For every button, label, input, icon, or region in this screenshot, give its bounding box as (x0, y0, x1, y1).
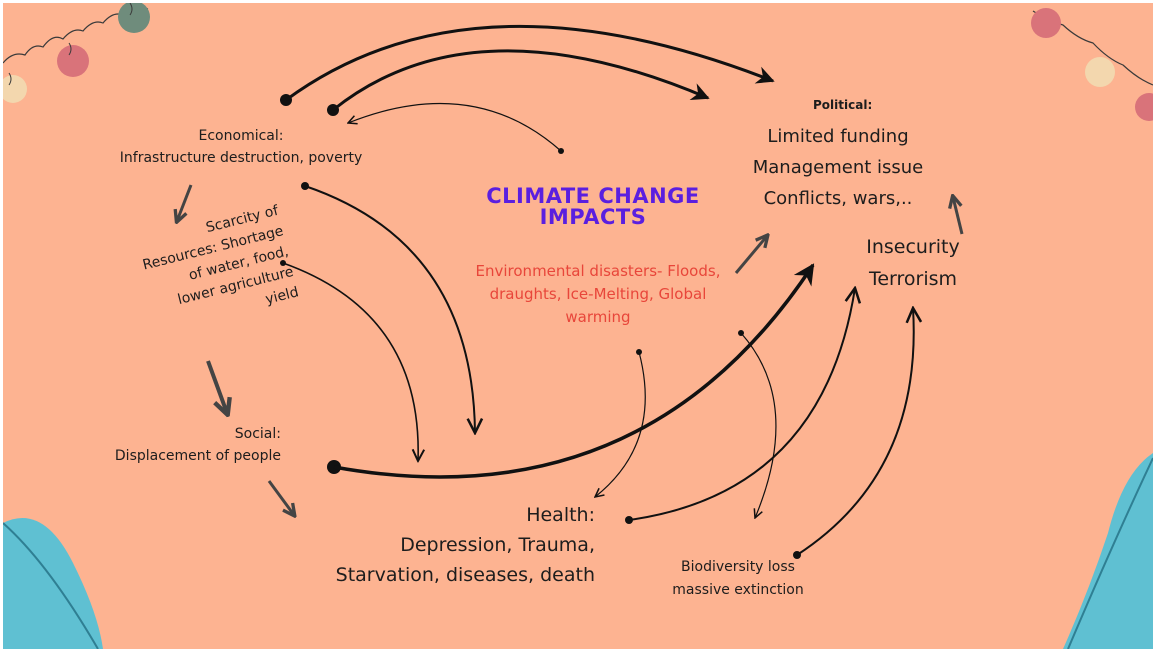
insecurity-detail: Terrorism (868, 268, 958, 290)
economical-block: Economical: Infrastructure destruction, … (106, 125, 376, 169)
slide-canvas: CLIMATE CHANGE IMPACTS Environmental dis… (3, 3, 1153, 649)
arrow-icon (267, 480, 294, 515)
political-line-1: Limited funding (767, 126, 909, 147)
arrow-icon (177, 184, 193, 221)
bulb-icon (57, 45, 89, 77)
health-line-2: Starvation, diseases, death (335, 564, 595, 586)
bulb-icon (1031, 8, 1061, 38)
biodiversity-block: Biodiversity loss massive extinction (653, 556, 823, 602)
environmental-line-2: draughts, Ice-Melting, Global (489, 285, 707, 303)
political-block: Limited funding Management issue Conflic… (738, 121, 938, 214)
diagram-title: CLIMATE CHANGE IMPACTS (473, 186, 713, 228)
social-label: Social: (234, 426, 281, 442)
chain-arrows (177, 184, 964, 515)
arrow-scarcity-to-social (280, 260, 418, 461)
arrow-health-to-insecurity (625, 288, 855, 524)
biodiversity-detail: massive extinction (672, 582, 804, 598)
political-label: Political: (813, 98, 873, 112)
arrow-biodiversity-to-insecurity (793, 308, 914, 559)
bulb-icon (3, 75, 27, 103)
social-block: Social: Displacement of people (83, 423, 281, 467)
health-block: Health: Depression, Trauma, Starvation, … (303, 500, 595, 590)
economical-label: Economical: (198, 128, 284, 144)
arrow-layer (3, 24, 964, 559)
title-line-1: CLIMATE CHANGE (486, 184, 700, 208)
feather-right-icon (1063, 453, 1153, 649)
decorations (3, 3, 1153, 649)
health-line-1: Depression, Trauma, (400, 534, 595, 556)
political-line-3: Conflicts, wars,.. (763, 188, 913, 209)
insecurity-block: Insecurity Terrorism (853, 231, 973, 295)
environmental-line-1: Environmental disasters- Floods, (475, 262, 721, 280)
biodiversity-label: Biodiversity loss (681, 559, 795, 575)
garland-left (3, 3, 150, 103)
title-line-2: IMPACTS (539, 205, 647, 229)
bulb-icon (1135, 93, 1153, 121)
arrow-icon (953, 197, 964, 235)
feather-left-icon (3, 518, 103, 649)
bulb-icon (1085, 57, 1115, 87)
arrow-economical-to-social (301, 182, 475, 433)
economical-detail: Infrastructure destruction, poverty (119, 150, 363, 166)
environmental-block: Environmental disasters- Floods, draught… (458, 260, 738, 329)
bulb-icon (118, 3, 150, 33)
arrow-environmental-to-health (595, 349, 646, 497)
social-detail: Displacement of people (114, 448, 281, 464)
arrow-icon (734, 236, 767, 274)
arrow-icon (206, 360, 227, 413)
garland-right (1031, 8, 1153, 121)
arrow-economical-to-political (280, 24, 775, 116)
arrow-environmental-to-biodiversity (738, 330, 777, 518)
arrow-social-to-insecurity (327, 263, 815, 479)
environmental-line-3: warming (565, 308, 631, 326)
health-label: Health: (526, 504, 595, 526)
insecurity-label: Insecurity (866, 236, 960, 258)
political-line-2: Management issue (752, 157, 924, 178)
arrow-climate-to-economical (348, 102, 564, 154)
